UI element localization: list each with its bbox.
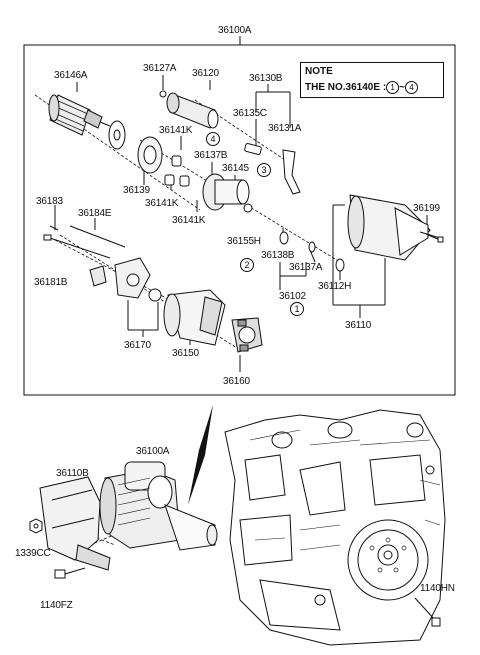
label-36170: 36170 xyxy=(124,340,151,351)
heat-shield-part xyxy=(39,476,111,571)
starter-assembly-lower xyxy=(99,461,218,551)
label-36155h: 36155H xyxy=(227,236,261,247)
through-bolts xyxy=(43,225,126,259)
nut-part xyxy=(29,518,43,534)
callout-4: 4 xyxy=(206,132,220,146)
note-text: THE NO.36140E :1~4 xyxy=(305,81,418,94)
clutch-part xyxy=(202,173,253,213)
plunger-part xyxy=(244,143,262,155)
callout-2: 2 xyxy=(240,258,254,272)
label-36135c: 36135C xyxy=(233,108,267,119)
label-36139: 36139 xyxy=(123,185,150,196)
callout-1: 1 xyxy=(290,302,304,316)
label-36183: 36183 xyxy=(36,196,63,207)
label-armature: 36146A xyxy=(54,70,88,81)
note-range-end: 4 xyxy=(405,81,418,94)
label-36199: 36199 xyxy=(413,203,440,214)
note-title: NOTE xyxy=(305,66,333,77)
bearing-parts xyxy=(164,155,190,187)
label-1339cc: 1339CC xyxy=(15,548,51,559)
label-36112h: 36112H xyxy=(318,281,352,292)
label-36141k-b: 36141K xyxy=(145,198,179,209)
screw-part xyxy=(425,233,444,243)
label-36181b: 36181B xyxy=(34,277,68,288)
rear-frame-part xyxy=(89,257,162,302)
label-36138b: 36138B xyxy=(261,250,295,261)
label-36141k-c: 36141K xyxy=(172,215,206,226)
engine-bolt-part xyxy=(414,597,441,627)
label-lever-set: 36130B xyxy=(249,73,283,84)
note-range-start: 1 xyxy=(386,81,400,94)
label-1140hn: 1140HN xyxy=(420,583,455,594)
washer-part xyxy=(108,120,126,150)
label-36131a: 36131A xyxy=(268,123,302,134)
note-prefix: THE NO.36140E : xyxy=(305,82,387,94)
label-36102: 36102 xyxy=(279,291,306,302)
section-wedge xyxy=(188,405,213,505)
label-36137a: 36137A xyxy=(289,262,323,273)
label-36127a: 36127A xyxy=(143,63,177,74)
label-36141k-a: 36141K xyxy=(159,125,193,136)
label-assembly-top: 36100A xyxy=(218,25,252,36)
callout-3: 3 xyxy=(257,163,271,177)
engine-block xyxy=(224,409,446,646)
label-36137b: 36137B xyxy=(194,150,228,161)
label-36110b: 36110B xyxy=(56,468,89,479)
label-36150: 36150 xyxy=(172,348,199,359)
label-36110: 36110 xyxy=(345,320,372,331)
label-36184e: 36184E xyxy=(78,208,112,219)
label-assembly-bottom: 36100A xyxy=(136,446,170,457)
label-36160: 36160 xyxy=(223,376,250,387)
note-box: NOTE THE NO.36140E :1~4 xyxy=(300,62,444,98)
label-36145: 36145 xyxy=(222,163,249,174)
brush-holder-part xyxy=(231,317,263,353)
bolt-part xyxy=(54,567,86,579)
note-range-sep: ~ xyxy=(399,82,405,94)
solenoid-part xyxy=(159,90,219,129)
gear-plate-part xyxy=(137,136,163,174)
lever-part xyxy=(282,149,301,195)
label-solenoid: 36120 xyxy=(192,68,219,79)
label-1140fz: 1140FZ xyxy=(40,600,73,611)
ring-parts xyxy=(279,231,345,272)
front-housing-part xyxy=(347,194,441,261)
yoke-part xyxy=(163,289,226,346)
armature-part xyxy=(48,94,111,136)
